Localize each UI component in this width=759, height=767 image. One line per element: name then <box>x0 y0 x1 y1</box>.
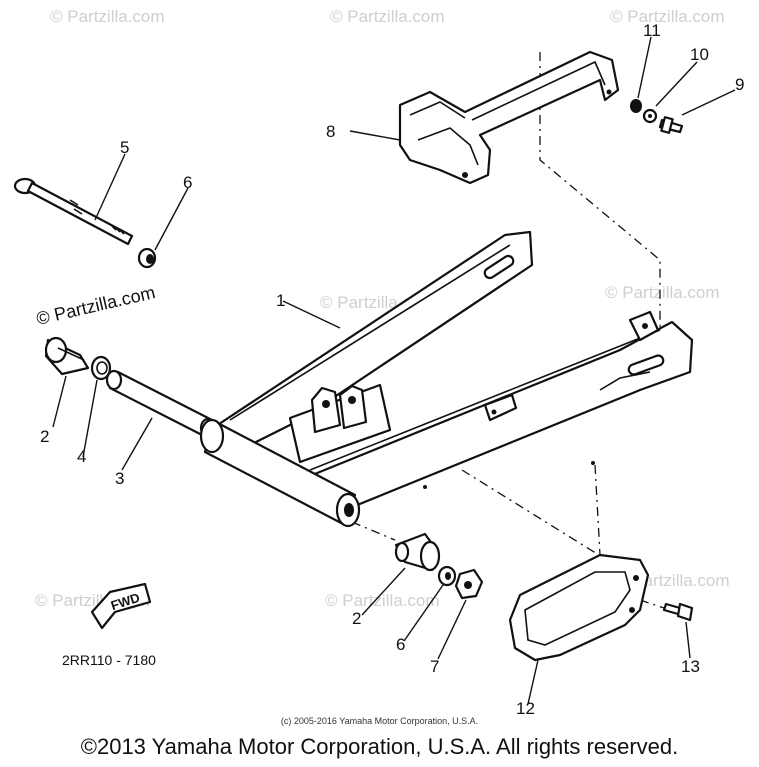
watermark: © Partzilla.com <box>610 7 725 26</box>
watermark: © Partzilla.com <box>605 283 720 302</box>
watermark-tilted: © Partzilla.com <box>34 282 157 329</box>
main-copyright: ©2013 Yamaha Motor Corporation, U.S.A. A… <box>80 734 679 759</box>
callout-13: 13 <box>681 657 700 676</box>
adjuster-bolt-part <box>662 602 694 622</box>
assembly-line <box>461 469 616 566</box>
bushing-part-lower <box>394 532 441 572</box>
assembly-line <box>594 464 601 556</box>
callout-2-lower: 2 <box>352 609 361 628</box>
watermarks: © Partzilla.com © Partzilla.com © Partzi… <box>34 7 729 610</box>
nut-part <box>454 568 484 600</box>
callouts: 1 2 2 3 4 5 6 6 7 8 9 10 11 12 13 <box>40 21 744 718</box>
forward-direction-arrow: FWD <box>90 582 152 630</box>
callout-6: 6 <box>183 173 192 192</box>
collar-part <box>105 369 217 439</box>
assembly-line <box>351 521 396 541</box>
washer-part <box>137 247 157 269</box>
callout-1: 1 <box>276 291 285 310</box>
callout-12: 12 <box>516 699 535 718</box>
callout-10: 10 <box>690 45 709 64</box>
bushing-part <box>44 336 90 376</box>
callout-9: 9 <box>735 75 744 94</box>
callout-6-lower: 6 <box>396 635 405 654</box>
pivot-bolt-part <box>13 177 134 246</box>
callout-5: 5 <box>120 138 129 157</box>
watermark: © Partzilla.com <box>325 591 440 610</box>
callout-2: 2 <box>40 427 49 446</box>
chain-puller-part <box>508 553 650 662</box>
thrust-washer-part <box>90 355 112 381</box>
leader-lines <box>52 36 736 705</box>
callout-11: 11 <box>643 21 661 40</box>
callout-4: 4 <box>77 447 86 466</box>
washer-part-lower <box>437 565 457 587</box>
callout-7: 7 <box>430 657 439 676</box>
watermark: © Partzilla.com <box>330 7 445 26</box>
bolt-washer-nut-parts <box>630 99 684 134</box>
assembly-line <box>539 52 661 330</box>
watermark: © Partzilla.com <box>50 7 165 26</box>
callout-8: 8 <box>326 122 335 141</box>
chain-guard-part <box>398 50 620 185</box>
assembly-lines <box>184 52 671 611</box>
callout-3: 3 <box>115 469 124 488</box>
diagram-code: 2RR110 - 7180 <box>62 652 156 668</box>
small-copyright: (c) 2005-2016 Yamaha Motor Corporation, … <box>280 716 479 726</box>
swing-arm-part <box>199 230 694 528</box>
